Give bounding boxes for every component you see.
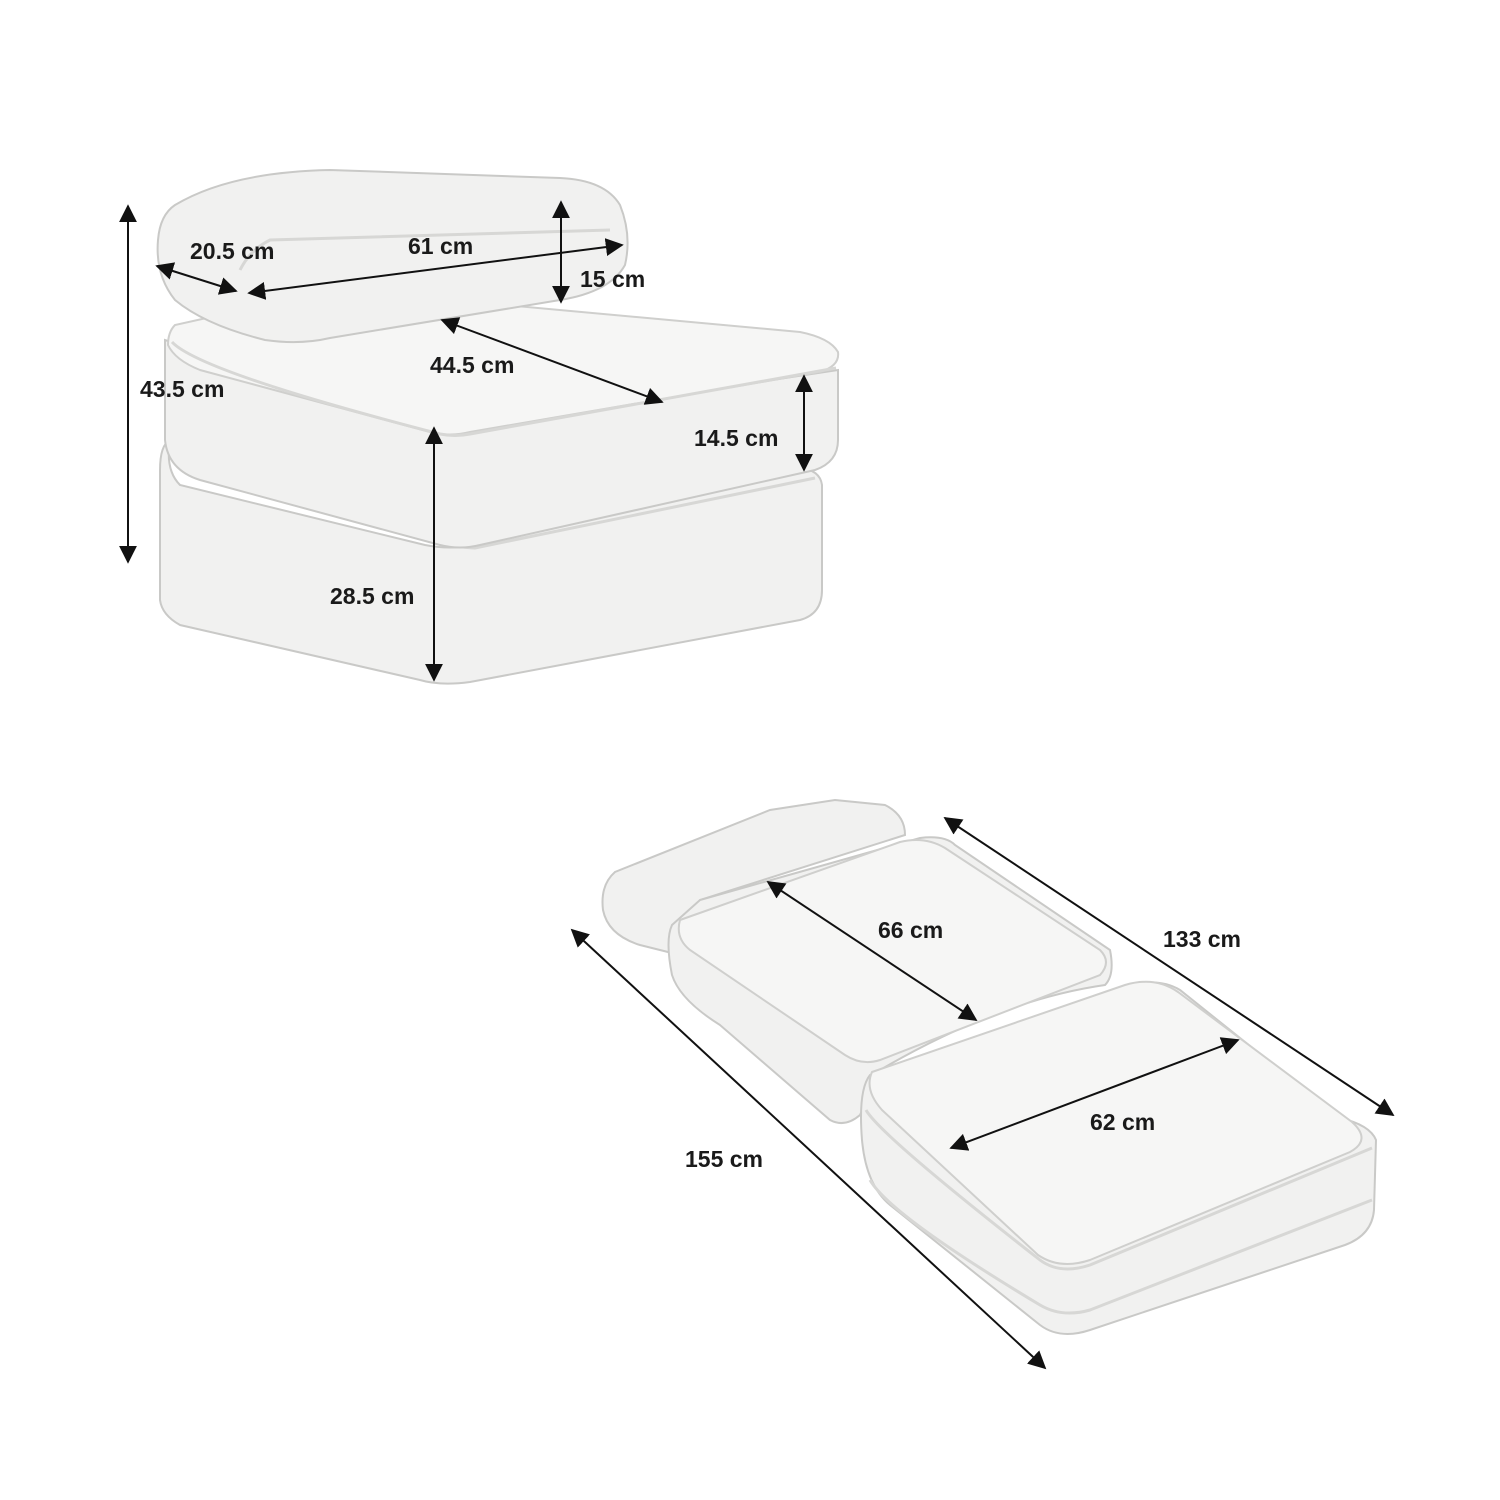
seat-cushion-side xyxy=(164,338,839,549)
inner-length-label: 133 cm xyxy=(1163,926,1241,952)
pillow-depth-arrow xyxy=(155,262,238,295)
pillow-height-label: 15 cm xyxy=(580,266,645,292)
overall-length-label: 155 cm xyxy=(685,1146,763,1172)
pillow-length-label: 61 cm xyxy=(408,233,473,259)
unfolded-bed: 66 cm 133 cm 62 cm 155 cm xyxy=(570,798,1395,1370)
pillow-depth-label: 20.5 cm xyxy=(190,238,274,264)
overall-length-arrow xyxy=(570,928,1047,1370)
folded-chair: 20.5 cm 61 cm 15 cm 43.5 cm 44.5 cm 14.5… xyxy=(119,168,840,685)
inner-length-arrow xyxy=(943,817,1395,1116)
total-height-label: 43.5 cm xyxy=(140,376,224,402)
seat-depth-label: 44.5 cm xyxy=(430,352,514,378)
top-cushion-height-label: 14.5 cm xyxy=(694,425,778,451)
base-height-label: 28.5 cm xyxy=(330,583,414,609)
seat-depth-arrow xyxy=(440,317,664,405)
section-length-label: 66 cm xyxy=(878,917,943,943)
width-label: 62 cm xyxy=(1090,1109,1155,1135)
